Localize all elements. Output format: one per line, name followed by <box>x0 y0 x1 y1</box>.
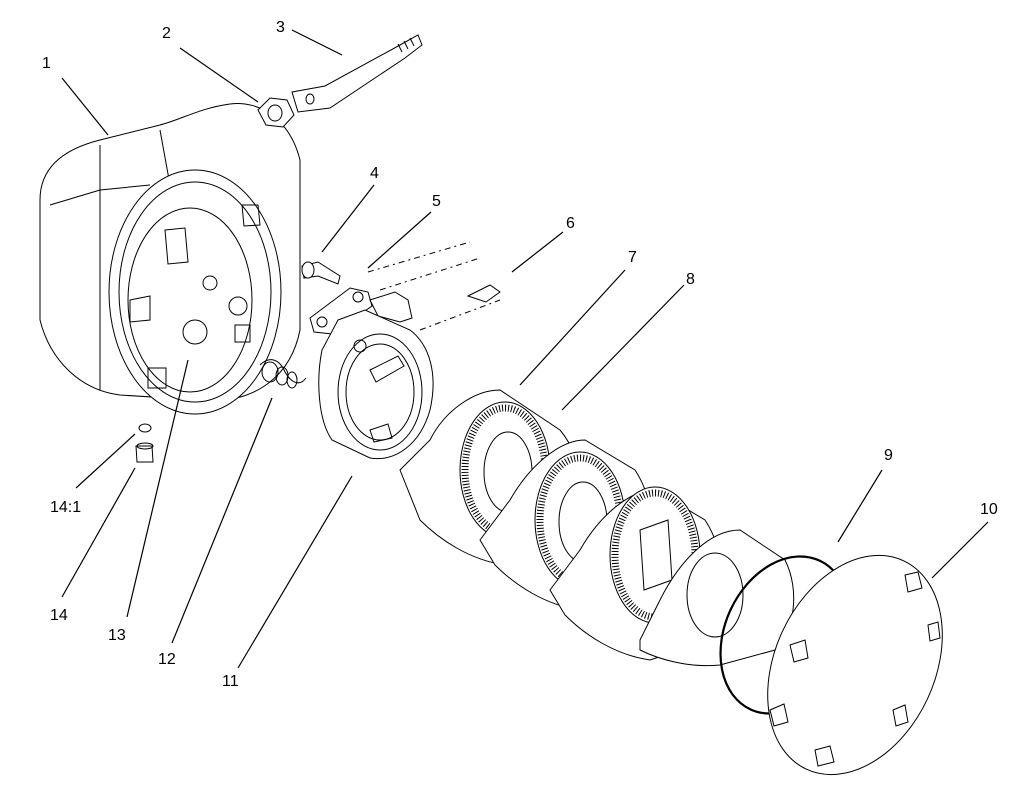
part-3-rod <box>291 34 423 113</box>
callout-6: 6 <box>566 215 575 232</box>
part-pressure-plate <box>639 529 795 667</box>
part-4-pin <box>301 261 341 285</box>
callout-1: 1 <box>42 55 51 72</box>
callout-10: 10 <box>980 501 998 518</box>
callout-11: 11 <box>222 673 239 690</box>
part-14-fitting <box>135 442 154 463</box>
part-2-nut <box>257 97 295 128</box>
callout-14-1: 14:1 <box>50 499 81 516</box>
part-12-spring <box>259 359 307 389</box>
callout-labels: 1 2 3 4 5 6 7 8 9 10 11 12 13 14 14:1 <box>42 19 998 690</box>
callout-9: 9 <box>884 447 893 464</box>
callout-3: 3 <box>276 19 285 36</box>
callout-13: 13 <box>108 627 126 644</box>
part-10-cover-plate <box>767 554 943 776</box>
callout-8: 8 <box>686 271 695 288</box>
leader-lines <box>61 29 989 669</box>
part-5-linkage <box>309 241 501 335</box>
callout-4: 4 <box>370 165 379 182</box>
callout-7: 7 <box>628 249 637 266</box>
callout-5: 5 <box>432 193 441 210</box>
part-6-clip <box>466 284 501 303</box>
callout-14: 14 <box>50 607 68 624</box>
part-11-brake-plate <box>318 309 434 460</box>
callout-12: 12 <box>158 651 176 668</box>
part-1-housing <box>39 103 301 415</box>
part-14-1-washer <box>138 423 152 433</box>
callout-2: 2 <box>162 25 171 42</box>
